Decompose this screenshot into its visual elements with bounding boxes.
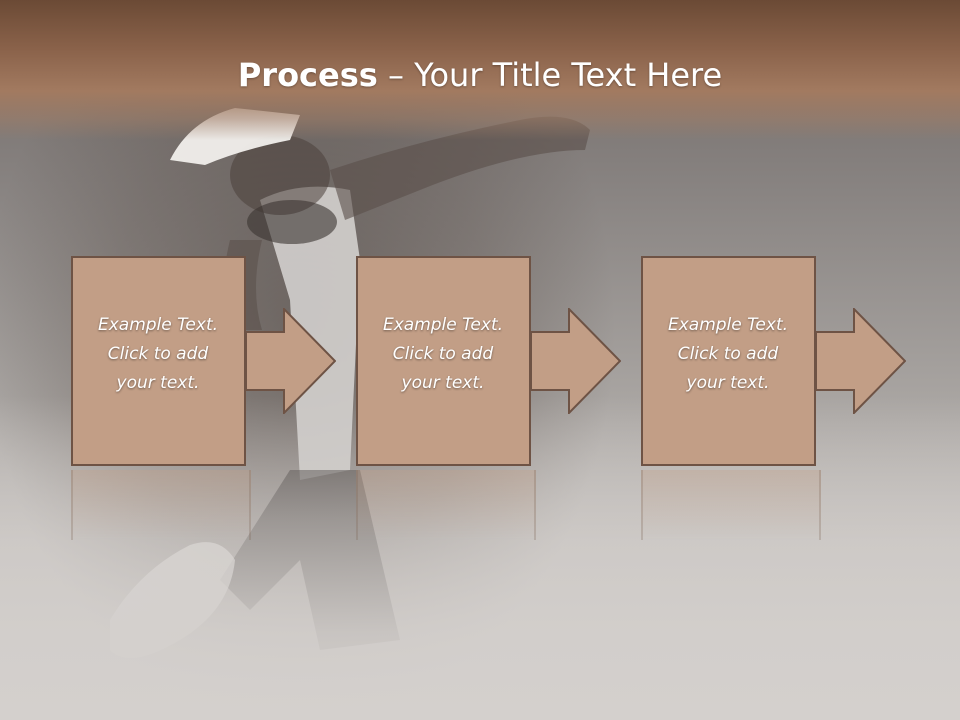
step-box-2[interactable]: Example Text. Click to add your text. xyxy=(356,256,532,466)
slide-title[interactable]: Process – Your Title Text Here xyxy=(0,52,960,98)
step-box-1[interactable]: Example Text. Click to add your text. xyxy=(71,256,247,466)
step-box-3[interactable]: Example Text. Click to add your text. xyxy=(641,256,817,466)
step-1-text: Example Text. Click to add your text. xyxy=(97,315,219,393)
step-2-reflection xyxy=(356,470,536,540)
step-3-arrow xyxy=(815,306,907,416)
step-2-text: Example Text. Click to add your text. xyxy=(382,315,504,393)
step-2-arrow xyxy=(530,306,622,416)
step-3-text: Example Text. Click to add your text. xyxy=(667,315,789,393)
title-bold: Process xyxy=(237,56,378,94)
step-1-reflection xyxy=(71,470,251,540)
step-1-arrow xyxy=(245,306,337,416)
title-rest: – Your Title Text Here xyxy=(377,56,723,94)
step-3-reflection xyxy=(641,470,821,540)
title-band xyxy=(0,0,960,140)
